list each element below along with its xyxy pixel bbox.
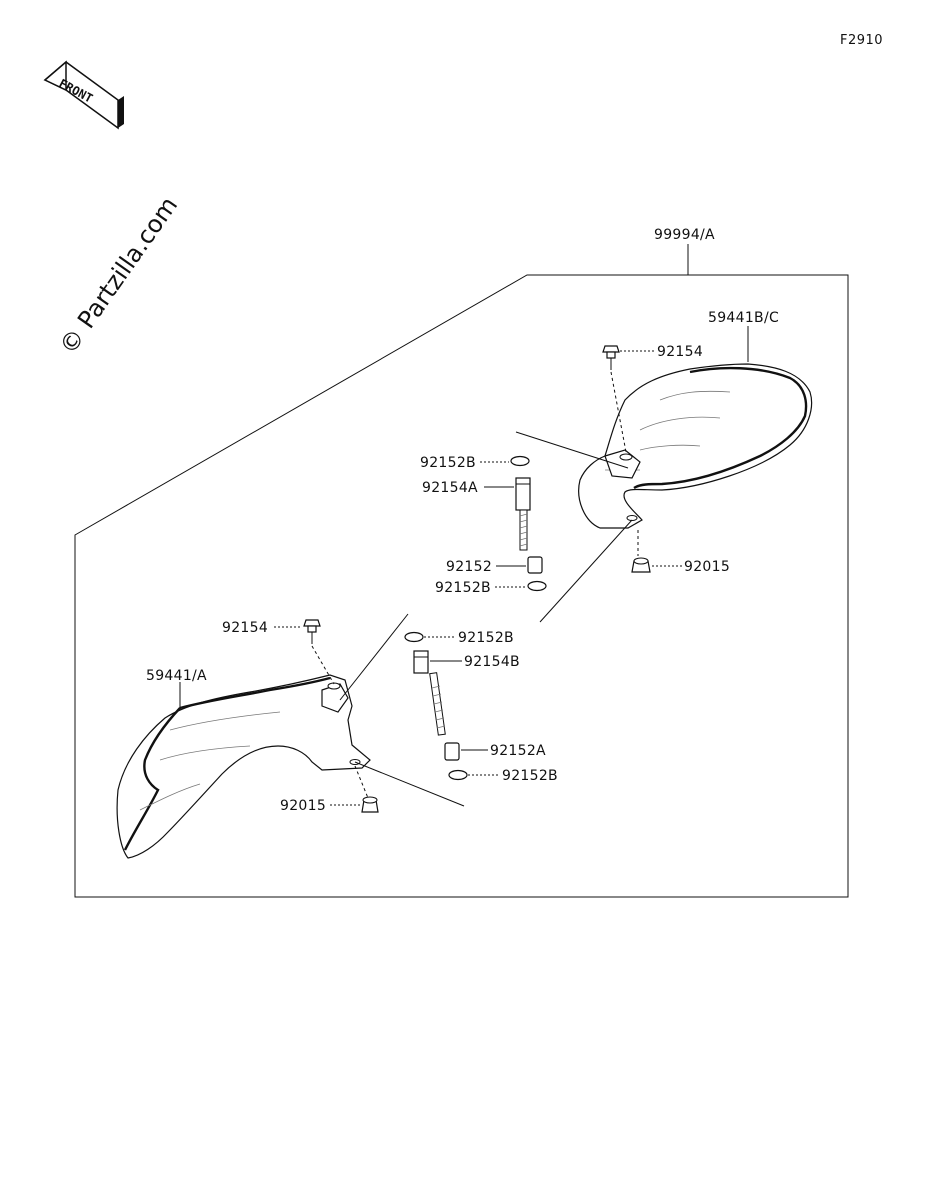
assembly-outline [74,274,849,898]
callout-washer-lower-left: 92152B [502,768,558,784]
axis-bolt-left [311,645,335,685]
callout-guard-left: 59441/A [146,668,207,684]
washer-upper-right [510,455,530,467]
nut-right [631,530,651,573]
callout-washer-lower-right: 92152B [435,580,491,596]
nut-left [354,765,379,813]
callout-collar-left: 92152A [490,743,546,759]
washer-upper-left [404,631,424,643]
bolt-top-right [602,345,620,370]
callout-stud-left: 92154B [464,654,520,670]
guide-line-right-2 [539,519,633,623]
assembly-label: 99994/A [654,227,715,243]
hand-guard-left [116,674,371,859]
callout-nut-right: 92015 [684,559,730,575]
callout-guard-right: 59441B/C [708,310,779,326]
stud-right [515,477,531,551]
watermark: © Partzilla.com [54,192,183,360]
callout-stud-right: 92154A [422,480,478,496]
guide-line-left-2 [354,761,465,807]
callout-bolt-left: 92154 [222,620,268,636]
stud-left [413,650,446,736]
guide-line-left-1 [339,613,409,701]
callout-collar-right: 92152 [446,559,492,575]
collar-right [527,556,543,574]
guide-line-right-1 [515,431,629,469]
washer-lower-left [448,769,468,781]
washer-lower-right [527,580,547,592]
bolt-left [303,619,321,644]
callout-nut-left: 92015 [280,798,326,814]
front-arrow-icon: FRONT [43,60,124,130]
callout-washer-upper-right: 92152B [420,455,476,471]
figure-id: F2910 [840,33,883,48]
axis-bolt-top-right [610,371,627,453]
hand-guard-right [578,363,813,529]
callout-bolt-top-right: 92154 [657,344,703,360]
collar-left [444,742,460,761]
callout-washer-upper-left: 92152B [458,630,514,646]
